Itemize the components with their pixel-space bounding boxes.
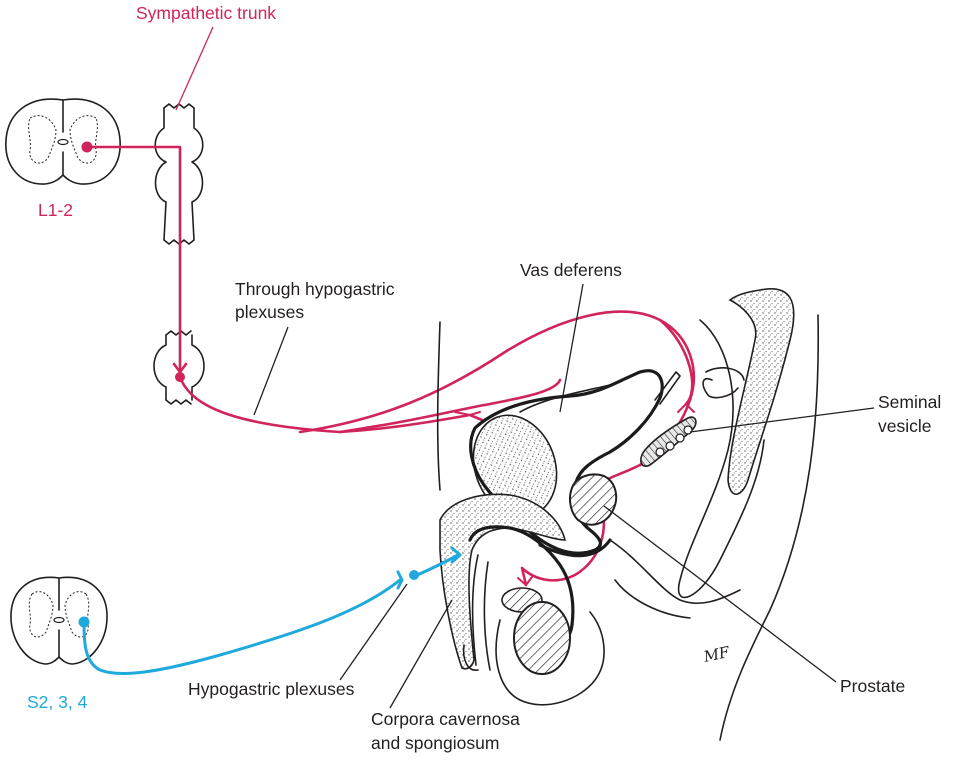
prostate-label: Prostate — [840, 676, 905, 696]
seminal-vesicle-label-line1: Seminal — [878, 392, 941, 412]
vas-deferens-label: Vas deferens — [520, 260, 622, 280]
fiber-to-seminal-vesicle — [658, 318, 694, 406]
rectum — [727, 288, 795, 496]
hypogastric-ganglion-cell-body — [409, 570, 419, 580]
corpora-leader — [389, 599, 453, 709]
artist-signature: MF — [701, 643, 732, 666]
spinal-cord-section-l1-2 — [5, 98, 121, 185]
prostate — [569, 473, 618, 526]
sympathetic-trunk-label: Sympathetic trunk — [136, 3, 276, 23]
through-hypogastric-leader — [253, 326, 289, 416]
sympathetic-trunk-chain — [153, 103, 205, 405]
seminal-vesicle — [640, 416, 697, 467]
l1-2-label: L1-2 — [38, 200, 73, 220]
parasympathetic-preganglionic-fiber — [82, 578, 402, 675]
hypogastric-fiber-fork — [454, 411, 481, 417]
hypogastric-plexuses-label: Hypogastric plexuses — [188, 679, 355, 699]
sympathetic-preganglionic-fiber — [85, 145, 182, 374]
testis — [513, 601, 571, 675]
prostate-leader — [603, 505, 837, 683]
vas-deferens-leader — [559, 283, 584, 413]
hypogastric-fiber-upper — [298, 310, 696, 467]
parasympathetic-synapse-fork — [396, 570, 404, 590]
seminal-vesicle-leader — [689, 407, 875, 433]
sympathetic-trunk-leader — [175, 26, 214, 111]
sympathetic-postganglionic-fiber — [178, 375, 562, 434]
seminal-vesicle-label-line2: vesicle — [878, 416, 932, 436]
cavernosa-fork — [450, 546, 462, 564]
spinal-cord-section-s2-4 — [10, 576, 108, 665]
through-hypogastric-label-line2: plexuses — [235, 302, 304, 322]
through-hypogastric-label-line1: Through hypogastric — [235, 279, 395, 299]
urethra-fork — [517, 576, 533, 587]
fiber-to-urethra — [520, 498, 606, 587]
pelvic-anatomy — [436, 288, 820, 741]
hypogastric-plexuses-leader — [339, 583, 408, 681]
corpora-label-line2: and spongiosum — [371, 733, 499, 753]
s2-3-4-label: S2, 3, 4 — [27, 692, 88, 712]
hypogastric-fiber-branch — [338, 413, 484, 434]
corpora-label-line1: Corpora cavernosa — [371, 709, 520, 729]
